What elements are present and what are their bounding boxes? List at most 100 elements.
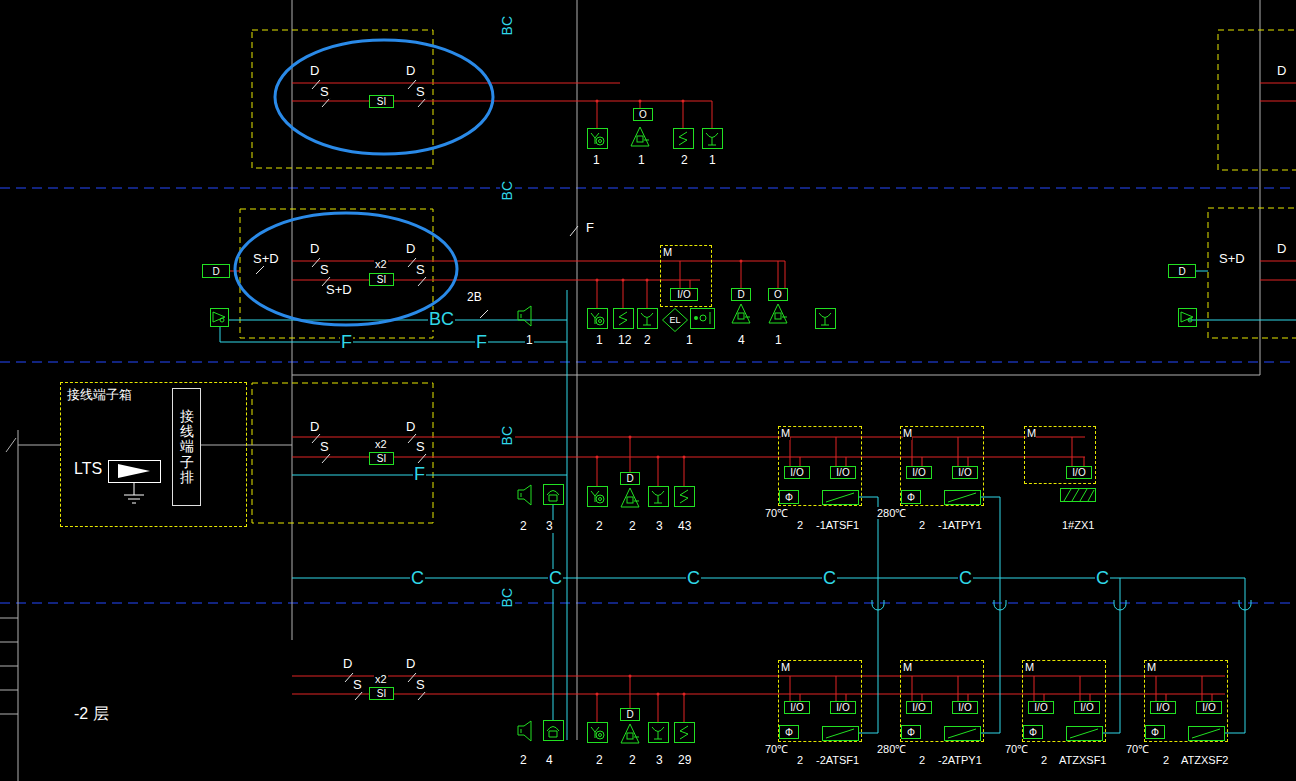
- drawing-label: S+D: [252, 252, 280, 266]
- drawing-label: x2: [374, 438, 388, 450]
- drawing-label: 2: [680, 154, 689, 167]
- module-label: I/O: [912, 702, 925, 713]
- module-label: D: [212, 266, 219, 277]
- drawing-label: S: [319, 263, 330, 277]
- module-box: SI: [369, 687, 394, 700]
- module-heading: M: [1147, 661, 1156, 674]
- module-box: I/O: [1028, 701, 1054, 714]
- module-label: SI: [377, 96, 386, 107]
- drawing-label: C: [548, 569, 563, 589]
- drawing-label: BC: [428, 310, 455, 330]
- module-box: D: [202, 264, 230, 278]
- drawing-label: F: [413, 465, 426, 485]
- module-box: I/O: [906, 701, 932, 714]
- module-group: M I/O I/O Φ: [778, 426, 862, 506]
- drawing-label: C: [822, 569, 837, 589]
- module-label: Φ: [785, 492, 793, 503]
- module-label: I/O: [790, 467, 803, 478]
- drawing-label: x2: [374, 258, 388, 270]
- terminal-strip: 接线端子排: [172, 388, 201, 506]
- module-label: Φ: [907, 727, 915, 738]
- module-box: D: [1168, 264, 1196, 278]
- drawing-label: 2B: [466, 291, 483, 304]
- module-label: I/O: [1202, 702, 1215, 713]
- module-group: MI/OI/OΦ: [1022, 660, 1106, 742]
- module-label: D: [626, 473, 633, 484]
- module-label: D: [1178, 266, 1185, 277]
- drawing-label: ATZXSF2: [1180, 754, 1229, 766]
- drawing-label: 2: [595, 754, 604, 767]
- drawing-label: D: [1276, 242, 1287, 256]
- module-label: I/O: [1156, 702, 1169, 713]
- drawing-label: 1: [595, 334, 604, 347]
- module-label: D: [626, 709, 633, 720]
- drawing-label: 2: [796, 519, 804, 531]
- module-label: I/O: [1034, 702, 1047, 713]
- module-box: I/O: [1150, 701, 1176, 714]
- drawing-label: 4: [737, 334, 746, 347]
- drawing-label: 43: [677, 520, 692, 533]
- module-box: D: [620, 708, 640, 721]
- module-box: I/O: [670, 288, 698, 301]
- drawing-label: 70℃: [1004, 743, 1029, 755]
- drawing-label: BC: [500, 180, 515, 201]
- drawing-label: 2: [1162, 754, 1170, 766]
- module-label: I/O: [790, 702, 803, 713]
- module-box: D: [731, 288, 751, 301]
- module-box: Φ: [1145, 725, 1165, 739]
- strip-label: 接线端子排: [180, 409, 194, 486]
- drawing-label: 280℃: [876, 743, 907, 755]
- drawing-label: 2: [918, 519, 926, 531]
- module-heading: M: [903, 661, 912, 674]
- module-box: Φ: [901, 725, 921, 739]
- drawing-label: D: [309, 242, 320, 256]
- drawing-label: 1: [525, 334, 534, 347]
- drawing-label: BC: [500, 15, 515, 36]
- drawing-label: 2: [628, 520, 637, 533]
- module-box: I/O: [1066, 466, 1092, 479]
- drawing-label: 29: [677, 754, 692, 767]
- drawing-label: 280℃: [876, 507, 907, 519]
- module-heading: M: [781, 427, 790, 440]
- drawing-label: S: [319, 85, 330, 99]
- module-box: O: [768, 288, 788, 301]
- drawing-label: D: [405, 657, 416, 671]
- module-group: M I/O I/O Φ: [1144, 660, 1228, 742]
- drawing-label: D: [405, 242, 416, 256]
- drawing-label: S: [415, 263, 426, 277]
- drawing-label: 1#ZX1: [1061, 519, 1095, 531]
- module-box: SI: [369, 95, 394, 108]
- drawing-label: -1ATPY1: [937, 519, 983, 531]
- drawing-label: S+D: [325, 283, 353, 297]
- module-label: I/O: [836, 467, 849, 478]
- module-group: MI/O: [660, 245, 712, 307]
- drawing-label: F: [585, 221, 595, 235]
- drawing-label: D: [405, 420, 416, 434]
- module-heading: M: [781, 661, 790, 674]
- drawing-label: C: [410, 569, 425, 589]
- drawing-label: F: [340, 333, 353, 353]
- module-label: Φ: [1151, 727, 1159, 738]
- module-label: I/O: [1080, 702, 1093, 713]
- drawing-label: ATZXSF1: [1058, 754, 1107, 766]
- drawing-label: LTS: [73, 460, 103, 478]
- module-box: I/O: [1074, 701, 1100, 714]
- module-group: MI/OI/OΦ: [900, 426, 984, 506]
- module-heading: M: [1025, 661, 1034, 674]
- module-box: I/O: [1196, 701, 1222, 714]
- drawing-label: 1: [637, 154, 646, 167]
- drawing-label: S: [319, 440, 330, 454]
- module-box: I/O: [952, 466, 978, 479]
- module-heading: M: [1027, 427, 1036, 440]
- drawing-label: S: [415, 678, 426, 692]
- drawing-label: 2: [918, 754, 926, 766]
- drawing-label: D: [309, 420, 320, 434]
- drawing-label: 2: [643, 334, 652, 347]
- drawing-label: D: [405, 64, 416, 78]
- drawing-label: 3: [655, 754, 664, 767]
- module-box: SI: [369, 452, 394, 465]
- module-box: Φ: [779, 490, 799, 504]
- drawing-label: D: [342, 657, 353, 671]
- drawing-label: -2ATSF1: [815, 754, 860, 766]
- drawing-label: 70℃: [1125, 743, 1150, 755]
